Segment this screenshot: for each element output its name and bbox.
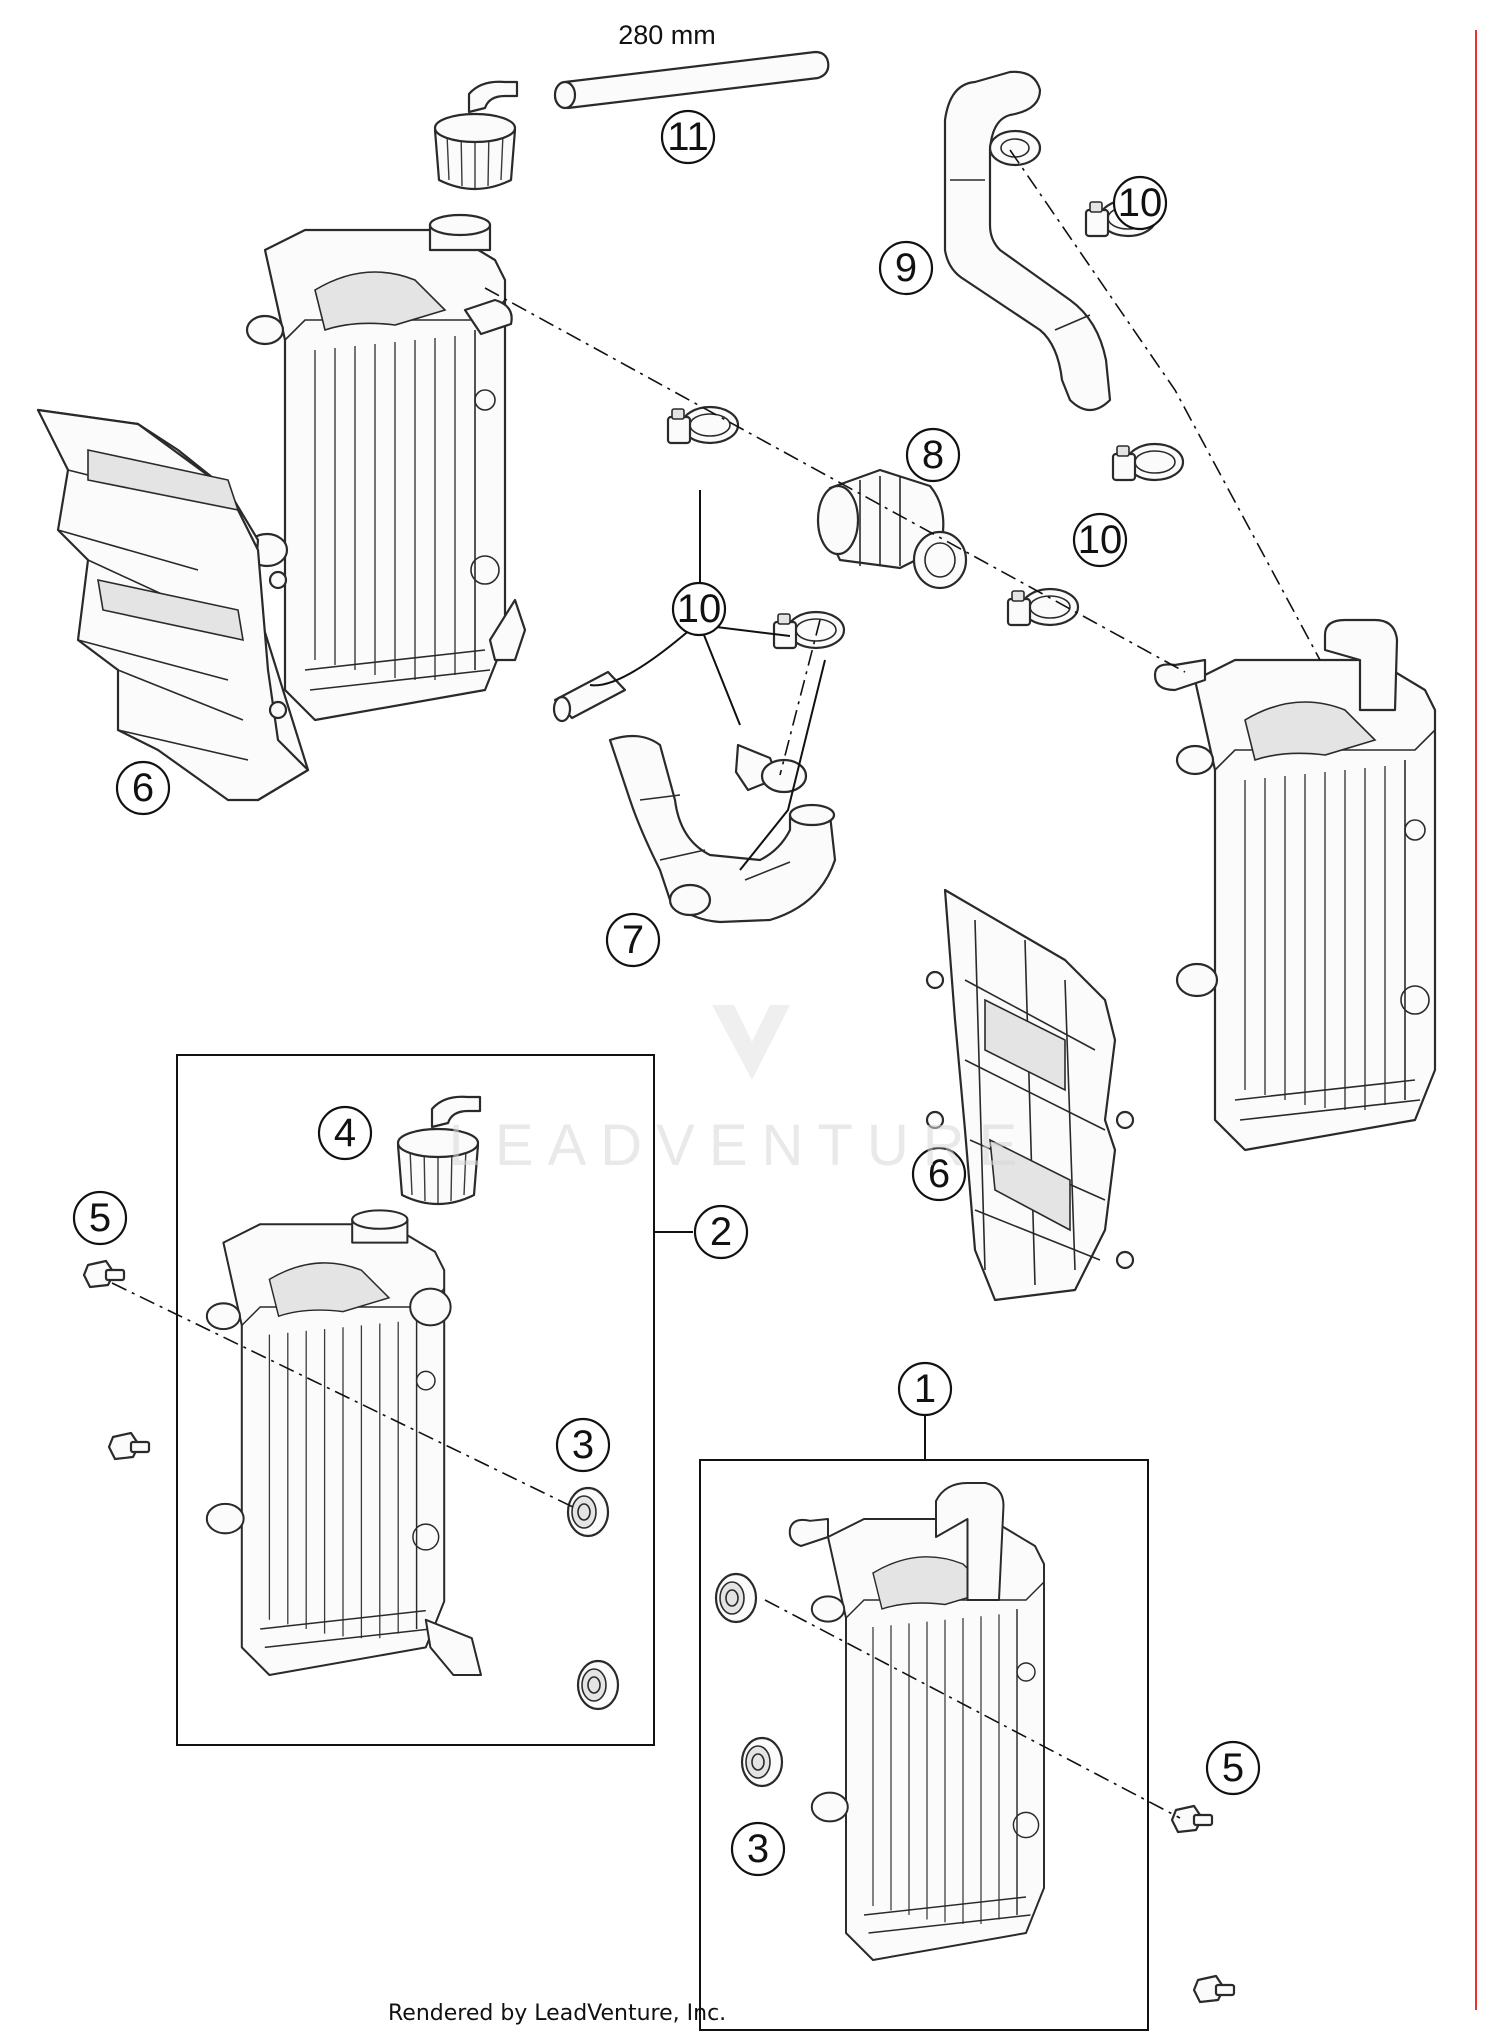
radiator-right-top (1153, 618, 1437, 1152)
radiator-left-assembly (205, 1209, 483, 1677)
assembly-lines (111, 149, 1321, 1819)
svg-text:5: 5 (1222, 1746, 1244, 1790)
svg-text:10: 10 (677, 587, 722, 631)
part-cap-top (433, 80, 519, 191)
callout-7: 7 (605, 912, 661, 968)
svg-text:10: 10 (1118, 181, 1163, 225)
radiator-right-assembly (788, 1482, 1045, 1961)
assembly-box-2 (176, 1054, 655, 1746)
part-3-grommet (576, 1659, 620, 1711)
svg-text:7: 7 (622, 918, 644, 962)
part-10-clamp-small (552, 670, 808, 794)
callout-9: 9 (878, 240, 934, 296)
callout-3: 3 (555, 1417, 611, 1473)
svg-text:3: 3 (747, 1827, 769, 1871)
shroud-right (925, 888, 1135, 1302)
callout-10: 10 (671, 581, 727, 637)
part-5-screw (82, 1259, 126, 1289)
svg-text:9: 9 (895, 246, 917, 290)
watermark: LEADVENTURE (449, 1005, 1032, 1178)
svg-text:4: 4 (334, 1111, 356, 1155)
shroud-left (36, 408, 310, 802)
svg-text:11: 11 (667, 115, 709, 159)
callout-4: 4 (317, 1105, 373, 1161)
svg-text:5: 5 (89, 1196, 111, 1240)
svg-text:10: 10 (1078, 518, 1123, 562)
part-3-grommet (714, 1572, 758, 1624)
callout-5: 5 (72, 1190, 128, 1246)
part-5-screw (1192, 1974, 1236, 2004)
callout-6: 6 (911, 1146, 967, 1202)
part-8-thermostat (816, 468, 968, 590)
svg-text:LEADVENTURE: LEADVENTURE (449, 1113, 1032, 1178)
callout-2: 2 (693, 1204, 749, 1260)
callout-10: 10 (1072, 512, 1128, 568)
part-10-clamp (1111, 442, 1185, 482)
part-3-grommet (740, 1736, 784, 1788)
svg-text:2: 2 (710, 1210, 732, 1254)
callout-1: 1 (897, 1361, 953, 1417)
part-5-screw (107, 1431, 151, 1461)
callout-8: 8 (905, 427, 961, 483)
svg-text:3: 3 (572, 1423, 594, 1467)
svg-text:8: 8 (922, 433, 944, 477)
radiator-left-top (245, 213, 527, 722)
part-7-lower-hose (608, 734, 837, 924)
svg-text:1: 1 (914, 1367, 936, 1411)
svg-text:6: 6 (132, 766, 154, 810)
part-10-clamp (666, 405, 740, 445)
callout-3: 3 (730, 1821, 786, 1877)
callout-5: 5 (1205, 1740, 1261, 1796)
credit-line: Rendered by LeadVenture, Inc. (388, 2001, 726, 2026)
part-5-screw (1170, 1804, 1214, 1834)
part-9-upper-hose (943, 70, 1112, 412)
svg-text:6: 6 (928, 1152, 950, 1196)
callout-11: 11 (660, 109, 716, 165)
callout-6: 6 (115, 760, 171, 816)
callout-10: 10 (1112, 175, 1168, 231)
part-11-vent-hose: 280 mm (553, 20, 830, 110)
part-10-clamp (772, 610, 846, 650)
dimension-label: 280 mm (618, 20, 716, 50)
leader-lines (589, 490, 926, 1460)
part-3-grommet (566, 1486, 610, 1538)
